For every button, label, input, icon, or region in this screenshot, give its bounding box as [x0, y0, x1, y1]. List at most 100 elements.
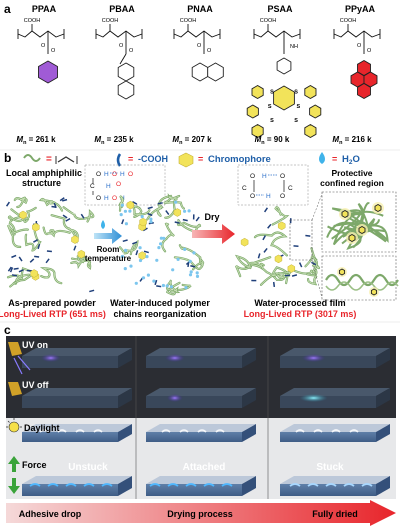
adhesive-film — [47, 483, 59, 487]
chromophore — [139, 217, 147, 227]
sulfur-label: S — [268, 104, 272, 110]
cooh-label: COOH — [340, 18, 357, 24]
carboxyl-group — [298, 262, 303, 268]
carboxyl-group — [165, 210, 170, 216]
water-molecule — [138, 258, 143, 263]
carboxyl-group — [195, 216, 200, 222]
adhesive-film — [57, 429, 67, 433]
thiophenyl-ring — [304, 84, 317, 100]
carboxyl-group — [262, 235, 267, 241]
atom-label: H — [104, 171, 109, 178]
substrate-slab — [146, 424, 256, 442]
chromophore — [71, 235, 79, 244]
caption-powder-rtp: Long-Lived RTP (651 ms) — [0, 309, 106, 319]
water-molecule — [171, 268, 175, 272]
daylight-label: Daylight — [24, 423, 60, 433]
carboxyl-group — [34, 255, 40, 258]
carboxyl-group — [267, 223, 272, 229]
water-molecule — [129, 264, 133, 268]
water-molecule — [120, 254, 124, 259]
substrate-slab — [280, 388, 390, 408]
water-molecule — [120, 203, 124, 207]
polymer-chain — [325, 273, 399, 287]
sulfur-label: S — [270, 90, 274, 96]
adhesive-film — [197, 429, 207, 433]
sulfur-label: S — [270, 118, 274, 124]
uv-lamp-icon — [8, 382, 22, 396]
backbone — [173, 30, 221, 38]
phenyl-ring — [38, 60, 58, 84]
water-molecule — [157, 246, 161, 250]
atom-label: C — [288, 185, 293, 192]
state-unstuck: Unstuck — [68, 462, 108, 473]
glow-spot — [166, 394, 183, 402]
atom-label: H — [120, 171, 125, 178]
adhesive-film — [167, 483, 179, 487]
legend-eq-4: = — [332, 154, 337, 164]
adhesive-film — [349, 429, 359, 433]
water-molecule — [124, 222, 128, 226]
carboxyl-group — [51, 205, 57, 208]
adhesive-film — [179, 429, 189, 433]
water-molecule — [195, 271, 199, 275]
substrate-slab — [146, 476, 256, 496]
legend-eq-1: = — [46, 154, 52, 165]
water-molecule — [138, 246, 142, 250]
water-molecule — [169, 285, 174, 289]
chromophore — [30, 269, 38, 278]
atom-label: O — [112, 195, 117, 202]
water-molecule — [128, 209, 132, 213]
carboxyl-group — [122, 239, 128, 243]
carboxyl-group — [132, 201, 138, 205]
water-molecule — [124, 248, 128, 252]
water-molecule — [188, 273, 193, 277]
adhesive-film — [215, 429, 225, 433]
water-molecule — [162, 236, 166, 240]
carboxyl-group — [62, 198, 68, 202]
chromophore — [358, 225, 366, 235]
thiophenyl-ring — [251, 84, 264, 100]
room-temp-line2: temperature — [85, 254, 132, 263]
substrate-slab — [146, 348, 256, 368]
uv-lamp-off — [8, 382, 22, 396]
mn-value: Mn = 235 k — [94, 135, 134, 146]
phenyl-ring — [117, 62, 135, 82]
water-molecule — [165, 284, 169, 288]
backbone — [95, 30, 143, 38]
uv-lamp-icon — [8, 342, 22, 356]
carboxyl-group — [89, 289, 95, 293]
water-molecule — [188, 259, 192, 263]
local-structure-line1: Local amphiphilic — [6, 168, 82, 178]
uv-on-label: UV on — [22, 340, 48, 350]
water-molecule — [140, 215, 144, 219]
protective-line1: Protective — [331, 168, 372, 178]
water-molecule — [183, 209, 187, 213]
thiophenyl-ring — [251, 123, 264, 139]
carboxyl-group — [5, 201, 11, 207]
atom-label: O — [112, 171, 117, 178]
carboxyl-group — [257, 253, 261, 259]
thiophenyl-ring — [304, 123, 317, 139]
thiophenyl-ring — [246, 104, 259, 119]
force-arrow-up — [8, 456, 20, 472]
carboxyl-group — [18, 269, 24, 273]
chromophore — [374, 203, 382, 213]
cooh-label: COOH — [24, 18, 41, 24]
water-molecule — [174, 200, 178, 204]
cooh-label: COOH — [102, 18, 119, 24]
chromophore — [77, 249, 86, 259]
oxygen-label: O — [51, 48, 56, 54]
adhesive-film — [149, 483, 161, 487]
oxygen-label: O — [129, 48, 134, 54]
glow-spot — [299, 394, 328, 402]
carboxyl-group — [132, 241, 138, 245]
arrow-adhesive-drop: Adhesive drop — [19, 509, 82, 519]
water-molecule — [192, 251, 196, 255]
substrate-slab — [280, 424, 390, 442]
carboxyl-group — [37, 243, 41, 250]
chromophore — [341, 209, 349, 219]
